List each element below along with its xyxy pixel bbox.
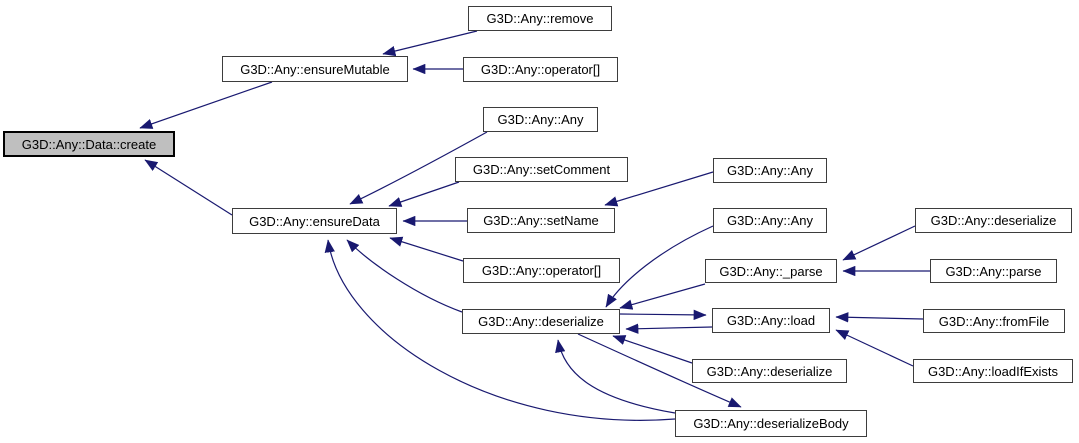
edge-remove-to-ensure-mutable — [382, 30, 478, 57]
graph-node-create: G3D::Any::Data::create — [3, 131, 175, 157]
graph-node-set-name[interactable]: G3D::Any::setName — [467, 208, 615, 233]
edge-operator-brackets-2-to-ensure-data — [389, 236, 464, 262]
graph-node-deserialize-body[interactable]: G3D::Any::deserializeBody — [675, 410, 867, 437]
edge-load-to-deserialize — [625, 323, 713, 334]
graph-node-deserialize[interactable]: G3D::Any::deserialize — [462, 309, 620, 334]
edge-set-comment-to-ensure-data — [388, 181, 460, 207]
edge-any-1-to-ensure-data — [349, 131, 488, 205]
graph-node-set-comment[interactable]: G3D::Any::setComment — [455, 157, 628, 182]
edge-deserialize-to-deserialize-body — [577, 333, 742, 408]
edge-underscore-parse-to-deserialize — [619, 283, 706, 310]
graph-node-from-file[interactable]: G3D::Any::fromFile — [923, 309, 1065, 333]
graph-node-ensure-data[interactable]: G3D::Any::ensureData — [232, 208, 397, 234]
edge-ensure-data-to-create — [144, 159, 233, 216]
edge-deserialize-to-load — [619, 309, 707, 321]
graph-node-any-2[interactable]: G3D::Any::Any — [713, 158, 827, 183]
graph-node-deserialize-2[interactable]: G3D::Any::deserialize — [692, 359, 847, 383]
edge-deserialize-to-ensure-data — [346, 239, 463, 313]
graph-node-remove[interactable]: G3D::Any::remove — [468, 6, 612, 31]
graph-node-operator-brackets-1[interactable]: G3D::Any::operator[] — [463, 57, 618, 82]
graph-node-load[interactable]: G3D::Any::load — [712, 308, 830, 333]
edge-load-if-exists-to-load — [835, 329, 914, 367]
edge-any-2-to-set-name — [604, 171, 714, 207]
edge-deserialize-body-to-deserialize — [555, 339, 676, 414]
graph-node-ensure-mutable[interactable]: G3D::Any::ensureMutable — [222, 56, 408, 82]
edge-deserialize-body-to-ensure-data — [324, 239, 676, 421]
graph-node-load-if-exists[interactable]: G3D::Any::loadIfExists — [913, 359, 1073, 383]
edge-any-3-to-deserialize — [605, 225, 714, 308]
graph-node-underscore-parse[interactable]: G3D::Any::_parse — [705, 259, 837, 283]
edge-from-file-to-load — [835, 312, 924, 323]
graph-node-any-1[interactable]: G3D::Any::Any — [483, 107, 598, 132]
graph-node-operator-brackets-2[interactable]: G3D::Any::operator[] — [463, 258, 620, 283]
edge-deserialize-2-to-deserialize — [612, 335, 693, 364]
graph-node-any-3[interactable]: G3D::Any::Any — [713, 208, 827, 233]
edge-ensure-mutable-to-create — [139, 81, 273, 129]
edge-deserialize-3-to-underscore-parse — [842, 225, 916, 261]
graph-node-deserialize-3[interactable]: G3D::Any::deserialize — [915, 208, 1072, 233]
graph-node-parse[interactable]: G3D::Any::parse — [930, 259, 1057, 283]
